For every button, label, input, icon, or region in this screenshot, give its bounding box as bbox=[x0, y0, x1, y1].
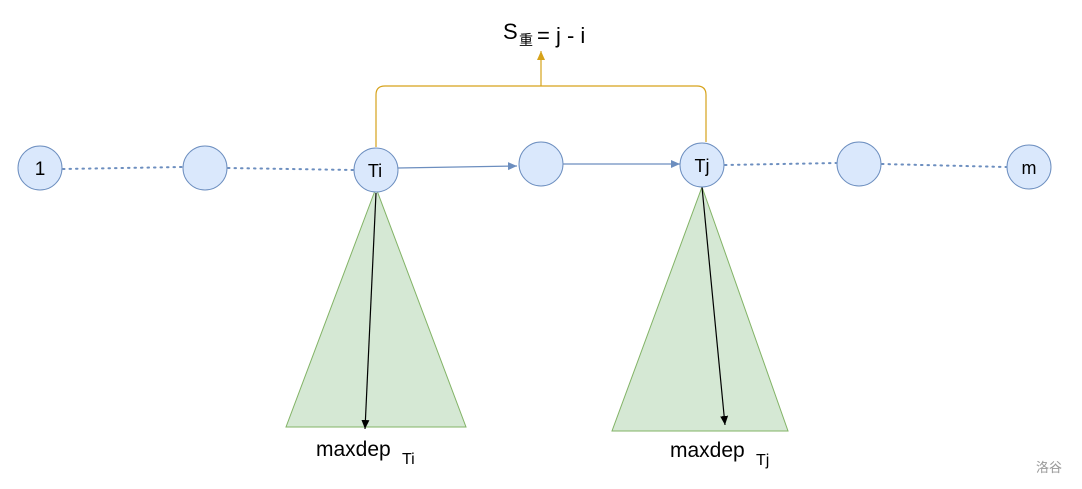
dotted-link-2-ti bbox=[227, 167, 354, 171]
depth-arrow-tj bbox=[701, 186, 729, 426]
node-m: m bbox=[1006, 144, 1052, 190]
node-6 bbox=[836, 141, 882, 187]
node-tj-label: Tj bbox=[695, 156, 710, 176]
node-1-label: 1 bbox=[35, 159, 46, 180]
node-ti-label: Ti bbox=[368, 161, 382, 181]
distance-formula: S 重 = j - i bbox=[503, 19, 585, 49]
subtree-triangle-ti bbox=[285, 186, 467, 428]
node-1: 1 bbox=[17, 145, 63, 191]
depth-label-ti-sub: Ti bbox=[402, 451, 415, 468]
dotted-link-6-m bbox=[881, 163, 1007, 168]
formula-main: S bbox=[503, 19, 518, 44]
node-2 bbox=[182, 145, 228, 191]
dotted-link-tj-6 bbox=[724, 162, 837, 166]
node-tj: Tj bbox=[679, 142, 725, 188]
depth-label-tj-sub: Tj bbox=[756, 452, 769, 469]
depth-label-ti: maxdep Ti bbox=[316, 438, 415, 468]
dotted-link-1-2 bbox=[62, 166, 183, 170]
depth-label-tj: maxdep Tj bbox=[670, 439, 769, 469]
depth-label-tj-main: maxdep bbox=[670, 439, 745, 462]
node-m-label: m bbox=[1022, 158, 1037, 178]
depth-label-ti-main: maxdep bbox=[316, 438, 391, 461]
formula-subscript: 重 bbox=[519, 33, 533, 49]
formula-rest: = j - i bbox=[537, 23, 585, 48]
depth-arrow-ti bbox=[361, 192, 377, 430]
distance-bracket bbox=[375, 85, 707, 147]
node-ti: Ti bbox=[353, 147, 399, 193]
subtree-triangle-tj bbox=[611, 185, 789, 432]
watermark: 洛谷 bbox=[1036, 461, 1062, 476]
arrow-ti-to-mid bbox=[397, 162, 518, 171]
node-4 bbox=[518, 141, 564, 187]
